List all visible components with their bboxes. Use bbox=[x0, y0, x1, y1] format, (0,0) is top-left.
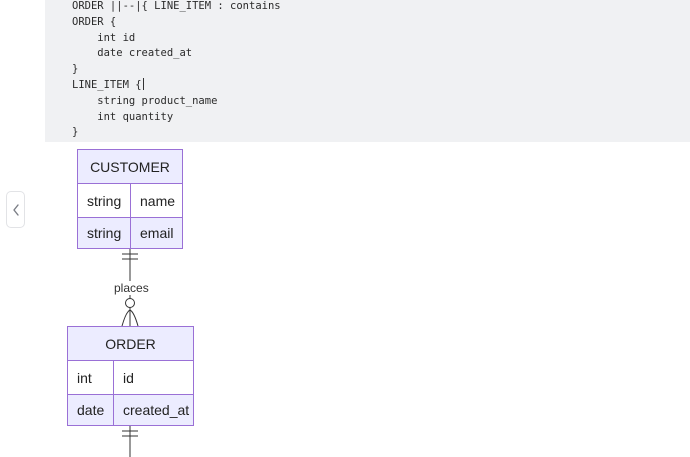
code-line[interactable]: int quantity bbox=[72, 110, 174, 123]
code-line[interactable]: } bbox=[72, 126, 79, 139]
relationship-label: places bbox=[113, 281, 150, 295]
attribute-name: email bbox=[140, 225, 174, 241]
code-editor[interactable]: ORDER ||--|{ LINE_ITEM : contains ORDER … bbox=[45, 0, 690, 142]
code-line[interactable]: int id bbox=[72, 31, 136, 44]
entity-title: ORDER bbox=[68, 327, 193, 361]
chevron-left-icon bbox=[12, 203, 19, 216]
code-line[interactable]: string product_name bbox=[72, 94, 218, 107]
entity-customer[interactable]: CUSTOMER string name string email bbox=[77, 149, 183, 249]
text-cursor bbox=[142, 77, 144, 90]
entity-attribute-row: string email bbox=[78, 217, 182, 248]
attribute-name: name bbox=[140, 192, 176, 209]
attribute-name: id bbox=[123, 369, 134, 386]
entity-attribute-row: date created_at bbox=[68, 394, 193, 425]
attribute-type: string bbox=[78, 184, 131, 217]
entity-attribute-row: string name bbox=[78, 184, 182, 217]
entity-title: CUSTOMER bbox=[78, 150, 182, 184]
collapse-sidebar-button[interactable] bbox=[6, 191, 25, 228]
attribute-type: date bbox=[68, 395, 114, 425]
attribute-name: created_at bbox=[123, 402, 190, 418]
entity-attribute-row: int id bbox=[68, 361, 193, 394]
er-diagram: places CUSTOMER string name string email… bbox=[0, 142, 690, 457]
code-line[interactable]: ORDER ||--|{ LINE_ITEM : contains bbox=[72, 0, 281, 12]
code-line-text: LINE_ITEM { bbox=[72, 78, 142, 91]
attribute-type: int bbox=[68, 361, 114, 394]
code-line[interactable]: ORDER { bbox=[72, 15, 117, 28]
cardinality-many-mark bbox=[121, 309, 139, 327]
code-line[interactable]: } bbox=[72, 63, 79, 76]
code-line[interactable]: date created_at bbox=[72, 47, 193, 60]
cardinality-zero-mark bbox=[125, 298, 135, 308]
entity-order[interactable]: ORDER int id date created_at bbox=[67, 326, 194, 426]
code-line-cursor[interactable]: LINE_ITEM { bbox=[72, 77, 690, 94]
attribute-type: string bbox=[78, 218, 131, 248]
